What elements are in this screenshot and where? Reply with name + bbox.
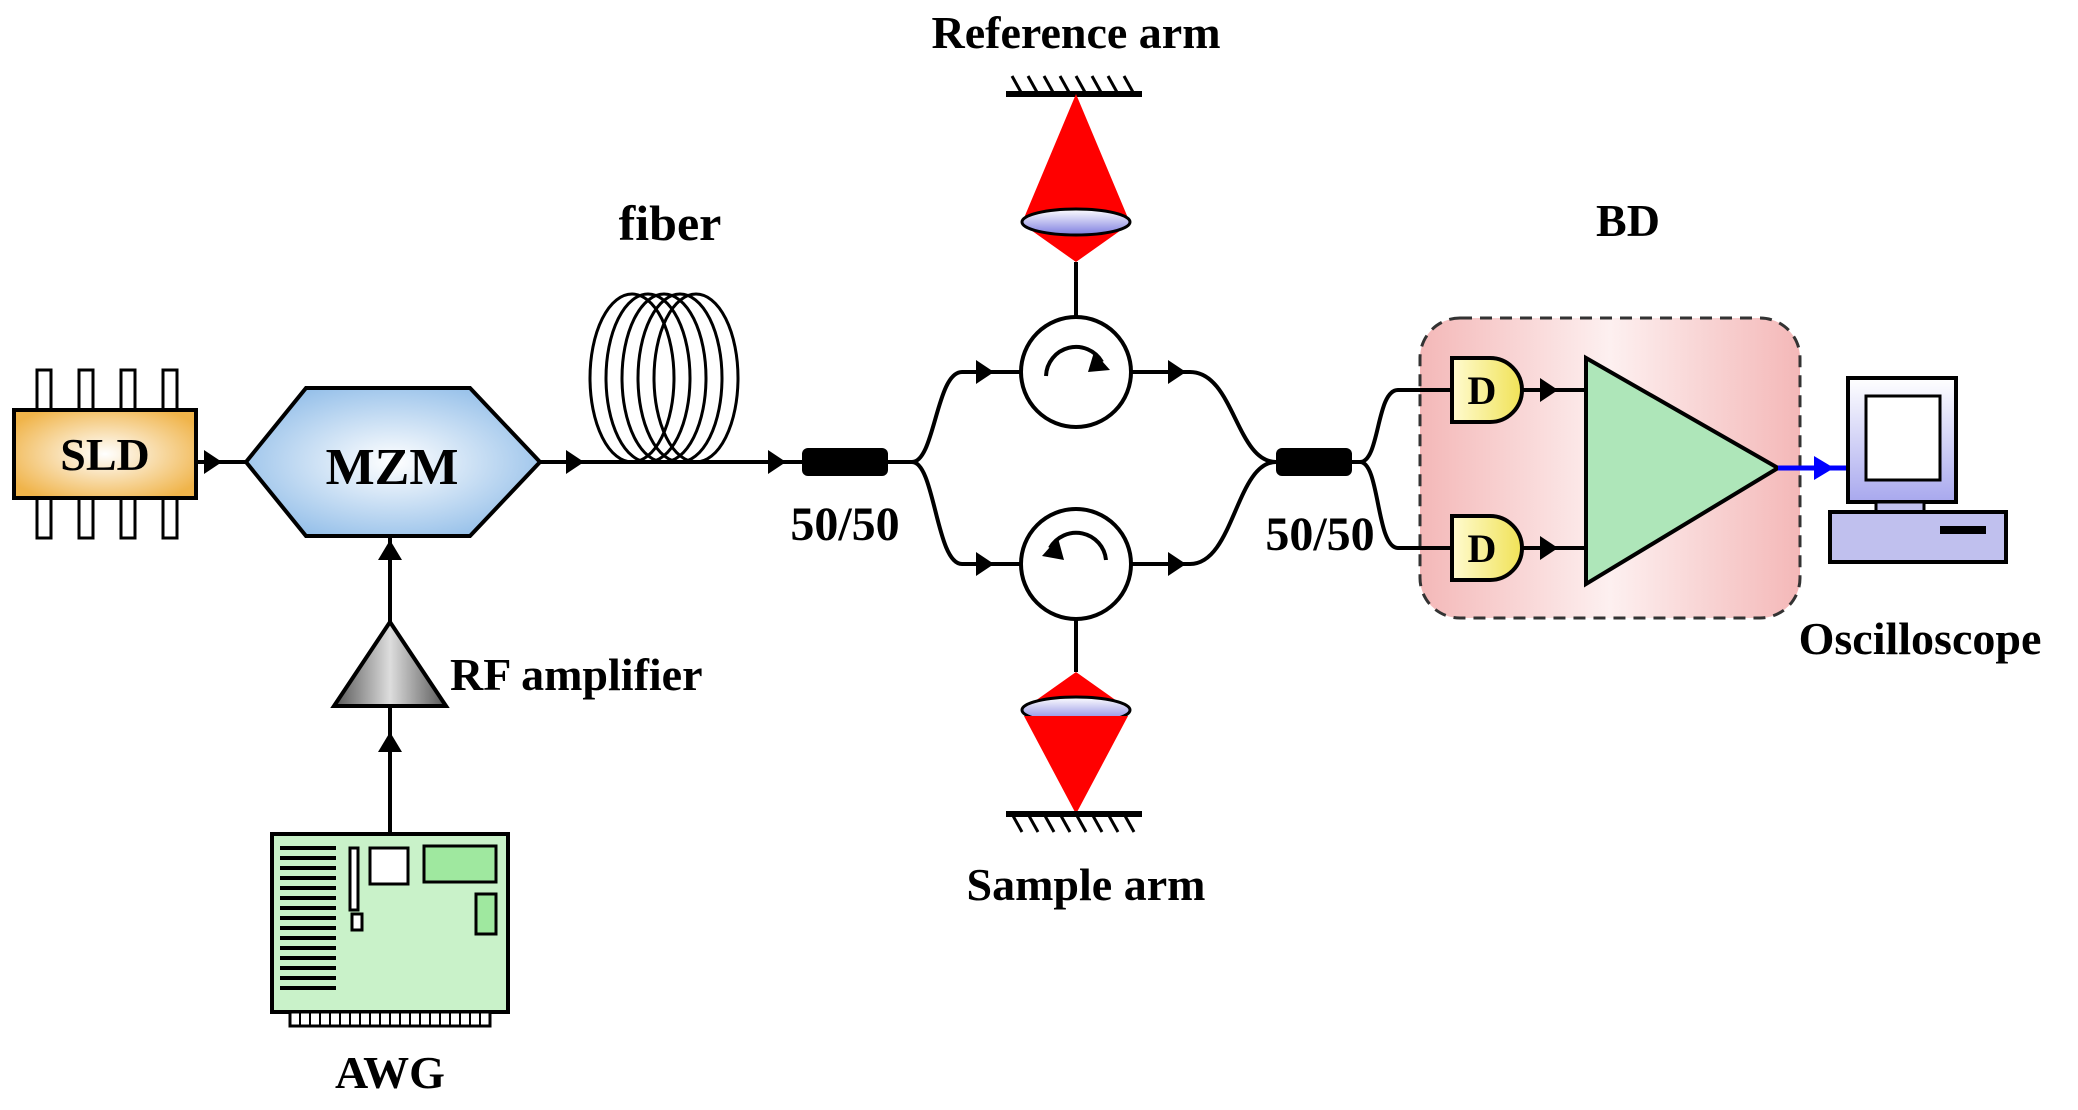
differential-amplifier xyxy=(1584,354,1782,588)
mzm-label: MZM xyxy=(326,439,459,496)
arrow-head-icon xyxy=(1168,552,1186,576)
arrow-head-icon xyxy=(1168,360,1186,384)
awg-generator xyxy=(270,832,510,1028)
mzm-modulator: MZM xyxy=(243,386,543,538)
reference-beam xyxy=(1024,94,1128,218)
arrow-head-icon xyxy=(976,552,994,576)
reference-beam-focus xyxy=(1028,228,1124,262)
reference-mirror xyxy=(1006,75,1142,97)
arrow-head-icon xyxy=(204,450,222,474)
oscilloscope-label: Oscilloscope xyxy=(1799,613,2042,664)
arrow-head-icon xyxy=(976,360,994,384)
circulator-bottom xyxy=(1019,507,1133,621)
rf-amplifier xyxy=(330,618,450,708)
arrow-head-icon xyxy=(1540,536,1558,560)
fiber-label: fiber xyxy=(619,195,722,251)
coupler-left-label: 50/50 xyxy=(790,498,899,551)
fiber-coil-icon xyxy=(588,292,740,464)
arrow-head-icon xyxy=(1540,378,1558,402)
coupler-left xyxy=(802,448,888,476)
reference-lens xyxy=(1020,207,1132,237)
arrow-head-icon xyxy=(378,732,402,752)
sample-arm-label: Sample arm xyxy=(967,859,1206,910)
detector-top-label: D xyxy=(1468,368,1497,413)
arrow-head-icon xyxy=(768,450,786,474)
detector-bottom-label: D xyxy=(1468,526,1497,571)
sld-label: SLD xyxy=(60,429,149,480)
bd-label: BD xyxy=(1596,195,1660,246)
oscilloscope-computer-icon xyxy=(1828,376,2008,564)
awg-label: AWG xyxy=(335,1047,445,1098)
coupler-right-label: 50/50 xyxy=(1265,508,1374,561)
circulator-top xyxy=(1019,315,1133,429)
arrow-head-icon xyxy=(378,540,402,560)
coupler-right xyxy=(1276,448,1352,476)
sld-source: SLD xyxy=(12,368,198,540)
signal-arrow-icon xyxy=(1814,456,1834,480)
detector-bottom: D xyxy=(1450,514,1524,582)
detector-top: D xyxy=(1450,356,1524,424)
sample-mirror xyxy=(1006,811,1142,833)
sample-beam xyxy=(1024,716,1128,814)
arrow-head-icon xyxy=(566,450,584,474)
rf-amplifier-label: RF amplifier xyxy=(450,649,703,700)
reference-arm-label: Reference arm xyxy=(931,7,1220,58)
